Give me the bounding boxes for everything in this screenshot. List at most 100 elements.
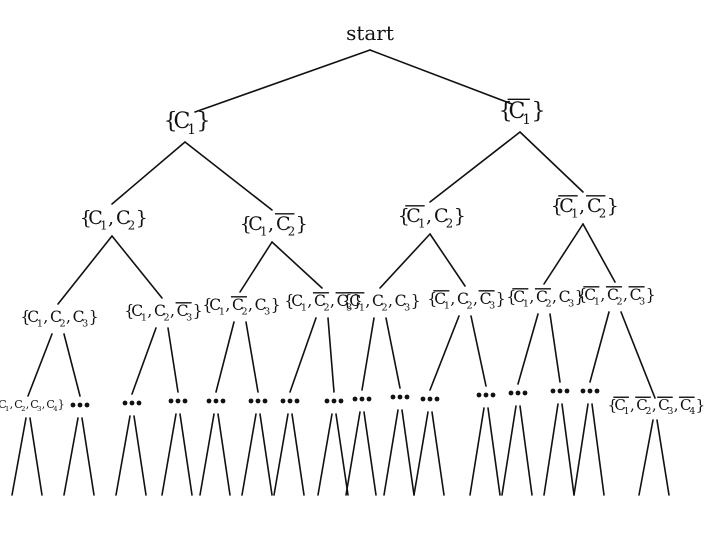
ellipsis-dot — [420, 396, 426, 402]
ellipsis-dot — [515, 390, 521, 396]
set-brace: } — [646, 286, 656, 304]
edge-l4-stub-left — [501, 405, 517, 496]
set-brace: } — [196, 109, 210, 134]
set-comma: , — [674, 396, 679, 414]
literal-variable: C — [457, 290, 469, 308]
literal-subscript: 2 — [382, 302, 388, 313]
literal-variable: C — [30, 398, 38, 411]
ellipsis-dot — [338, 398, 344, 404]
literal-variable: C — [406, 205, 421, 227]
literal-variable: C — [680, 396, 691, 414]
edge-root-left — [194, 49, 371, 113]
ellipsis-node — [206, 398, 226, 404]
node-l2-0: {C1,C2} — [80, 207, 148, 232]
ellipsis-node — [550, 388, 570, 394]
edge-l4-stub-right — [363, 411, 377, 496]
ellipsis-dot — [262, 398, 268, 404]
ellipsis-dot — [580, 388, 586, 394]
set-comma: , — [552, 288, 557, 306]
literal-subscript: 3 — [264, 306, 270, 317]
literal-variable: C — [73, 308, 85, 326]
literal-subscript: 2 — [446, 216, 454, 230]
node-l2-3: {C1,C2} — [551, 195, 619, 220]
set-comma: , — [26, 398, 30, 411]
set-brace: { — [398, 205, 410, 227]
ellipsis-node — [70, 402, 90, 408]
ellipsis-dot — [331, 398, 337, 404]
literal-variable: C — [614, 396, 625, 414]
set-comma: , — [268, 213, 274, 235]
ellipsis-node — [390, 394, 410, 400]
edge-l4-stub-left — [317, 413, 333, 496]
edge-l4-stub-left — [638, 419, 654, 496]
literal-variable: C — [46, 398, 54, 411]
node-l3-1: {C1,C2,C3} — [124, 302, 202, 323]
set-brace: { — [124, 302, 134, 320]
ellipsis-dot — [294, 398, 300, 404]
ellipsis-dot — [168, 398, 174, 404]
edge-l1-l2 — [519, 131, 584, 193]
node-l4-first: {C1,C2,C3,C4} — [0, 398, 65, 413]
set-brace: } — [136, 207, 148, 229]
node-l2-2: {C1,C2} — [398, 205, 466, 230]
set-comma: , — [600, 286, 605, 304]
literal-subscript: 1 — [523, 298, 529, 309]
node-l3-4: {C1,C2,C3} — [342, 292, 420, 313]
literal-subscript: 3 — [404, 302, 410, 313]
literal-subscript: 1 — [522, 112, 531, 128]
set-brace: { — [506, 288, 516, 306]
ellipsis-node — [324, 398, 344, 404]
literal-variable: C — [337, 292, 349, 310]
literal-variable: C — [630, 286, 642, 304]
edge-l2-l3 — [429, 233, 466, 287]
set-brace: } — [531, 99, 545, 124]
edge-l4-stub-right — [431, 411, 445, 496]
ellipsis-dot — [70, 402, 76, 408]
ellipsis-dot — [550, 388, 556, 394]
set-comma: , — [529, 288, 534, 306]
node-l3-7: {C1,C2,C3} — [577, 286, 655, 307]
tree-nodes: start {C1,C2,C3,C4}{C1,C2,C3,C4}{C1}{C1}… — [0, 21, 705, 417]
edge-l4-stub-left — [413, 411, 429, 496]
set-comma: , — [426, 205, 432, 227]
set-brace: } — [575, 288, 585, 306]
literal-variable: C — [480, 290, 492, 308]
set-comma: , — [652, 396, 657, 414]
set-comma: , — [579, 195, 585, 217]
literal-variable: C — [349, 292, 361, 310]
literal-variable: C — [658, 396, 669, 414]
set-comma: , — [388, 292, 393, 310]
node-l1-0: {C1} — [164, 109, 211, 138]
literal-subscript: 1 — [141, 312, 147, 323]
tree-edges — [11, 49, 670, 496]
node-l3-0: {C1,C2,C3} — [20, 308, 98, 329]
literal-subscript: 2 — [467, 300, 473, 311]
set-brace: { — [499, 99, 513, 124]
edge-l4-stub-left — [273, 413, 289, 496]
ellipsis-dot — [490, 392, 496, 398]
edge-root-right — [369, 49, 513, 105]
set-brace: } — [353, 292, 363, 310]
set-brace: { — [577, 286, 587, 304]
edge-l3-l4 — [470, 315, 487, 387]
edge-l4-stub-right — [487, 407, 501, 496]
literal-subscript: 1 — [571, 206, 579, 220]
ellipsis-dot — [594, 388, 600, 394]
edge-l4-stub-right — [291, 413, 305, 496]
ellipsis-node — [580, 388, 600, 394]
literal-variable: C — [434, 290, 446, 308]
literal-variable: C — [607, 286, 619, 304]
set-brace: { — [427, 290, 437, 308]
node-l3-5: {C1,C2,C3} — [427, 290, 505, 311]
literal-subscript: 1 — [37, 318, 43, 329]
literal-variable: C — [14, 398, 22, 411]
literal-variable: C — [248, 213, 263, 235]
set-brace: } — [58, 398, 65, 411]
literal-variable: C — [116, 207, 131, 229]
literal-subscript: 4 — [53, 405, 57, 413]
set-brace: } — [496, 290, 506, 308]
set-brace: } — [607, 195, 619, 217]
edge-l2-l3 — [57, 235, 113, 305]
edge-l3-l4 — [549, 313, 561, 383]
ellipsis-dot — [206, 398, 212, 404]
